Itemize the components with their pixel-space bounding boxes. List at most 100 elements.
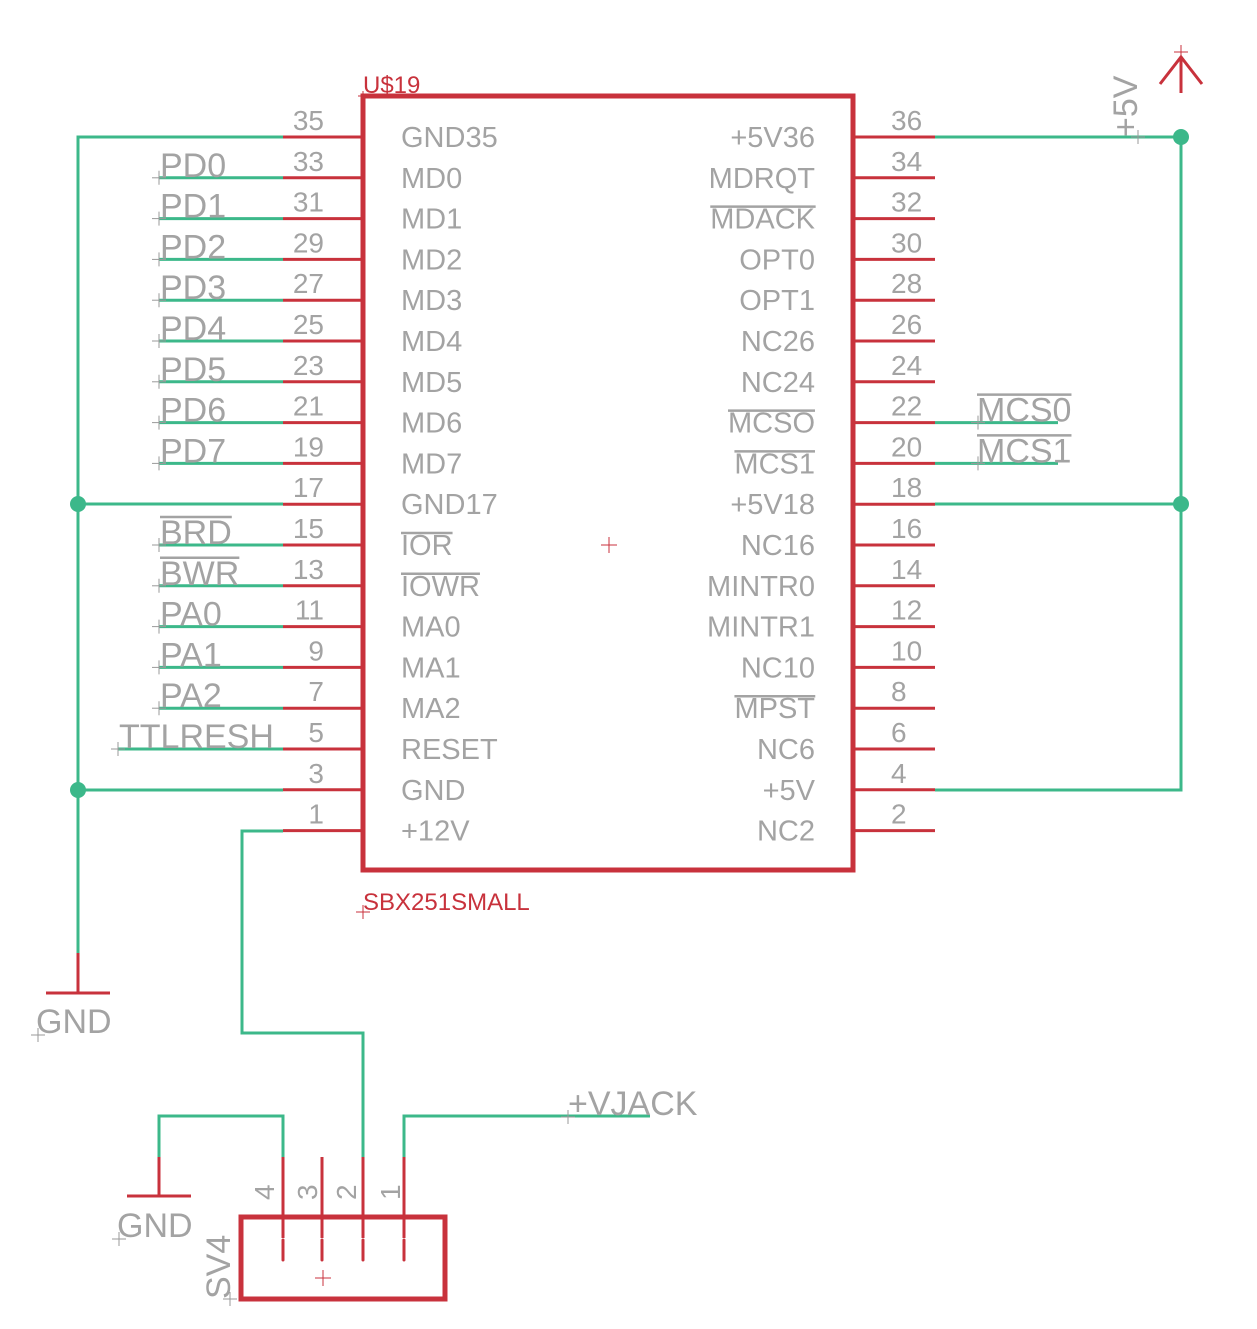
pin-label: MPST (734, 693, 815, 725)
pin-number: 6 (891, 717, 907, 748)
pin-label: MD5 (401, 367, 462, 399)
pin-label: GND17 (401, 489, 498, 521)
pin-4[interactable]: 4+5V (763, 758, 935, 807)
net-pd4[interactable]: PD4 (152, 310, 283, 348)
pin-number: 8 (891, 676, 907, 707)
net-pa1[interactable]: PA1 (152, 636, 283, 675)
vcc-symbol: +5V (1107, 45, 1204, 144)
net-label: PD0 (160, 147, 226, 185)
net-pd3[interactable]: PD3 (152, 269, 283, 308)
pin-number: 29 (293, 227, 324, 258)
vcc-bus[interactable] (935, 135, 1183, 792)
nets-layer: PD0PD1PD2PD3PD4PD5PD6PD7BRDBWRPA0PA1PA2T… (111, 147, 1072, 756)
pin-number: 10 (891, 635, 922, 666)
net-label: PD4 (160, 310, 226, 348)
net-ttlresh[interactable]: TTLRESH (111, 718, 283, 756)
connector-pin-1: 1 (375, 1184, 406, 1200)
connector-name: SV4 (200, 1235, 238, 1299)
pin-label: MD7 (401, 448, 462, 480)
net-mcs0[interactable]: MCS0 (935, 392, 1072, 430)
pin-number: 16 (891, 513, 922, 544)
pin-36[interactable]: 36+5V36 (730, 105, 935, 154)
pin-label: GND35 (401, 122, 498, 154)
pin-label: +5V18 (730, 489, 815, 521)
pin-label: NC2 (757, 816, 815, 848)
net-pd1[interactable]: PD1 (152, 188, 283, 226)
net-pa2[interactable]: PA2 (152, 677, 283, 716)
gnd-symbol-2: GND (112, 1157, 193, 1246)
connector-sv4[interactable]: SV4 4 3 2 1 (200, 1157, 448, 1306)
junction-dot (70, 782, 86, 798)
net-bwr[interactable]: BWR (152, 555, 283, 593)
pin-label: IOR (401, 530, 453, 562)
gnd-bus[interactable] (76, 135, 283, 963)
net-pd0[interactable]: PD0 (152, 147, 283, 185)
pin-number: 30 (891, 227, 922, 258)
pin-number: 22 (891, 391, 922, 422)
pin-number: 35 (293, 105, 324, 136)
vjack-label: +VJACK (568, 1085, 698, 1123)
pin-label: GND (401, 775, 465, 807)
pin-label: OPT0 (739, 244, 815, 276)
pin-number: 14 (891, 554, 922, 585)
component-body[interactable] (360, 93, 856, 873)
pin-number: 20 (891, 431, 922, 462)
pin-18[interactable]: 18+5V18 (730, 472, 935, 521)
pin-number: 11 (295, 595, 324, 626)
pin-1[interactable]: 1+12V (283, 799, 470, 848)
pin-label: MA1 (401, 652, 461, 684)
pin-number: 5 (308, 717, 324, 748)
pin-number: 25 (293, 309, 324, 340)
net-mcs1[interactable]: MCS1 (935, 432, 1072, 471)
pins-layer: 35GND3533MD031MD129MD227MD325MD423MD521M… (283, 105, 935, 848)
net-label: MCS1 (977, 432, 1071, 470)
net-label: PD5 (160, 351, 226, 389)
wire-gnd-connector[interactable] (157, 1114, 285, 1157)
net-pa0[interactable]: PA0 (152, 596, 283, 634)
net-pd5[interactable]: PD5 (152, 351, 283, 389)
net-label: PD2 (160, 228, 226, 266)
net-brd[interactable]: BRD (152, 514, 283, 552)
net-pd6[interactable]: PD6 (152, 392, 283, 430)
wire-12v[interactable] (240, 829, 365, 1157)
pin-number: 33 (293, 146, 324, 177)
pin-label: MD4 (401, 326, 462, 358)
net-pd7[interactable]: PD7 (152, 432, 283, 471)
net-pd2[interactable]: PD2 (152, 228, 283, 267)
pin-label: +12V (401, 816, 470, 848)
net-label: BRD (160, 514, 232, 552)
